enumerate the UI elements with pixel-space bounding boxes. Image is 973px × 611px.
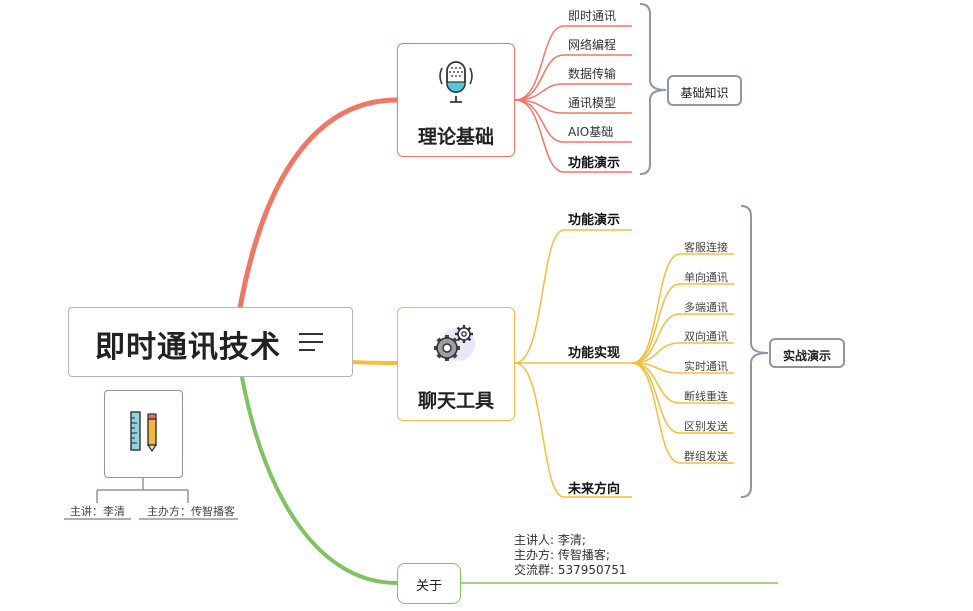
note-item: 主讲：李清 (70, 505, 125, 518)
impl-child[interactable]: 区别发送 (684, 420, 728, 433)
chat-summary-bracket (740, 205, 769, 498)
theory-child[interactable]: 数据传输 (568, 67, 617, 81)
connector-root-chat (352, 360, 398, 365)
menu-lines-icon[interactable] (299, 333, 323, 351)
about-line: 主办方: 传智播客; (514, 548, 610, 562)
connector-root-theory (237, 97, 400, 311)
gears-icon (434, 325, 475, 361)
theory-child[interactable]: 功能演示 (568, 156, 621, 171)
about-line: 交流群: 537950751 (514, 563, 627, 577)
note-node[interactable] (104, 390, 183, 478)
impl-child[interactable]: 客服连接 (684, 241, 728, 254)
note-item: 主办方：传智播客 (147, 505, 235, 518)
root-topic[interactable]: 即时通讯技术 (68, 307, 353, 377)
impl-child[interactable]: 群组发送 (684, 450, 728, 463)
branch-theory[interactable]: 理论基础 (397, 43, 515, 157)
impl-child[interactable]: 断线重连 (684, 390, 728, 403)
microphone-icon (439, 61, 473, 103)
theory-child-connectors (514, 25, 632, 173)
impl-child-connectors (631, 253, 734, 464)
chat-child[interactable]: 功能演示 (568, 213, 621, 228)
theory-child[interactable]: 网络编程 (568, 38, 617, 52)
summary-theory[interactable]: 基础知识 (667, 75, 742, 106)
theory-child[interactable]: 通讯模型 (568, 96, 617, 110)
impl-child[interactable]: 实时通讯 (684, 360, 728, 373)
branch-chat[interactable]: 聊天工具 (397, 307, 515, 421)
about-line: 主讲人: 李清; (514, 533, 586, 547)
impl-child[interactable]: 双向通讯 (684, 330, 728, 343)
impl-child[interactable]: 单向通讯 (684, 271, 728, 284)
theory-child[interactable]: 即时通讯 (568, 9, 617, 23)
ruler-pencil-icon (130, 411, 158, 453)
root-title: 即时通讯技术 (95, 330, 281, 365)
about-details: 主讲人: 李清; 主办方: 传智播客; 交流群: 537950751 (514, 533, 627, 578)
summary-chat-label: 实战演示 (782, 349, 831, 363)
theory-child[interactable]: AIO基础 (568, 125, 614, 139)
theory-summary-bracket (639, 3, 667, 175)
summary-theory-label: 基础知识 (680, 86, 729, 100)
connector-root-about (240, 375, 399, 585)
impl-child[interactable]: 多端通讯 (684, 301, 728, 314)
branch-about[interactable]: 关于 (397, 563, 461, 604)
note-connectors (64, 478, 238, 520)
chat-child-connectors (514, 229, 632, 498)
branch-theory-label: 理论基础 (417, 126, 494, 148)
summary-chat[interactable]: 实战演示 (769, 338, 845, 368)
chat-child[interactable]: 功能实现 (568, 346, 621, 361)
chat-child[interactable]: 未来方向 (568, 482, 621, 497)
branch-about-label: 关于 (415, 579, 442, 594)
branch-chat-label: 聊天工具 (417, 390, 494, 412)
